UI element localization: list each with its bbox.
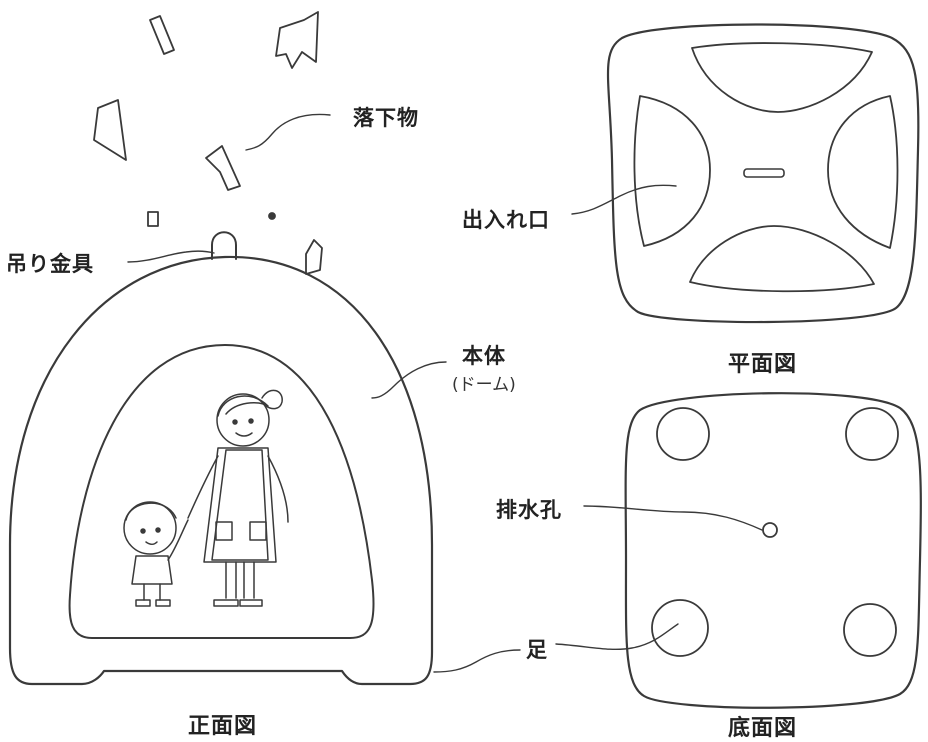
leader-legs-front xyxy=(433,649,521,673)
mother-pocket-left xyxy=(215,521,233,541)
mother-dress xyxy=(203,447,277,563)
bottom-view-outer xyxy=(624,392,922,709)
foot-top-right xyxy=(845,407,899,461)
mother-arm-right xyxy=(267,455,289,523)
drain-hole-label: 排水孔 xyxy=(496,498,562,522)
body-note-label: (ドーム) xyxy=(452,375,516,395)
mother-apron xyxy=(211,449,269,561)
falling-object-4 xyxy=(205,145,241,191)
falling-object-6 xyxy=(268,212,276,220)
foot-top-left xyxy=(656,407,710,461)
child-shirt xyxy=(131,555,173,585)
leader-falling-objects xyxy=(245,113,331,151)
mother-shoes xyxy=(213,599,263,607)
drain-hole xyxy=(762,522,778,538)
leader-drain-hole xyxy=(583,505,763,531)
child-shoes xyxy=(135,599,171,607)
child-figure xyxy=(123,501,189,607)
bottom-view-caption: 底面図 xyxy=(728,716,798,741)
dome-window-outline xyxy=(68,344,375,639)
bottom-view-drawing xyxy=(555,392,922,709)
hanging-fitting xyxy=(211,231,237,260)
opening-right xyxy=(827,95,899,249)
dome-outer-outline xyxy=(8,255,434,686)
leader-opening xyxy=(571,184,677,215)
top-view-outer xyxy=(606,23,920,324)
mother-pocket-right xyxy=(249,521,267,541)
falling-objects xyxy=(93,11,323,275)
child-arm-raised xyxy=(167,519,189,561)
opening-label: 出入れ口 xyxy=(462,208,550,232)
opening-top xyxy=(691,42,873,113)
child-hair xyxy=(125,502,177,521)
opening-left xyxy=(633,95,711,247)
mother-hair xyxy=(217,395,269,417)
child-legs xyxy=(143,583,161,601)
foot-bottom-right xyxy=(843,603,897,657)
leader-legs-bottom xyxy=(555,623,679,651)
falling-object-5 xyxy=(147,211,159,227)
falling-objects-label: 落下物 xyxy=(353,106,419,130)
falling-object-3 xyxy=(93,99,127,161)
opening-bottom xyxy=(689,225,875,293)
front-leader-lines xyxy=(127,113,521,673)
falling-object-1 xyxy=(149,15,175,55)
top-view-drawing xyxy=(571,23,920,324)
top-view-caption: 平面図 xyxy=(728,352,798,377)
front-view-caption: 正面図 xyxy=(188,714,258,739)
front-view-drawing xyxy=(8,231,434,686)
leader-body xyxy=(371,361,447,399)
hanging-fitting-label: 吊り金具 xyxy=(6,252,94,276)
foot-bottom-left xyxy=(651,599,709,657)
body-label: 本体 xyxy=(462,344,506,368)
mother-hair-bun xyxy=(261,389,283,410)
top-center-slot xyxy=(743,168,785,178)
child-head xyxy=(123,501,177,555)
mother-arm-left xyxy=(187,455,219,519)
mother-legs xyxy=(225,561,255,599)
falling-object-2 xyxy=(275,11,319,69)
falling-object-7 xyxy=(305,239,323,275)
legs-label: 足 xyxy=(526,638,548,662)
mother-head xyxy=(216,393,270,447)
leader-hanging-fitting xyxy=(127,250,215,263)
mother-figure xyxy=(187,389,289,607)
